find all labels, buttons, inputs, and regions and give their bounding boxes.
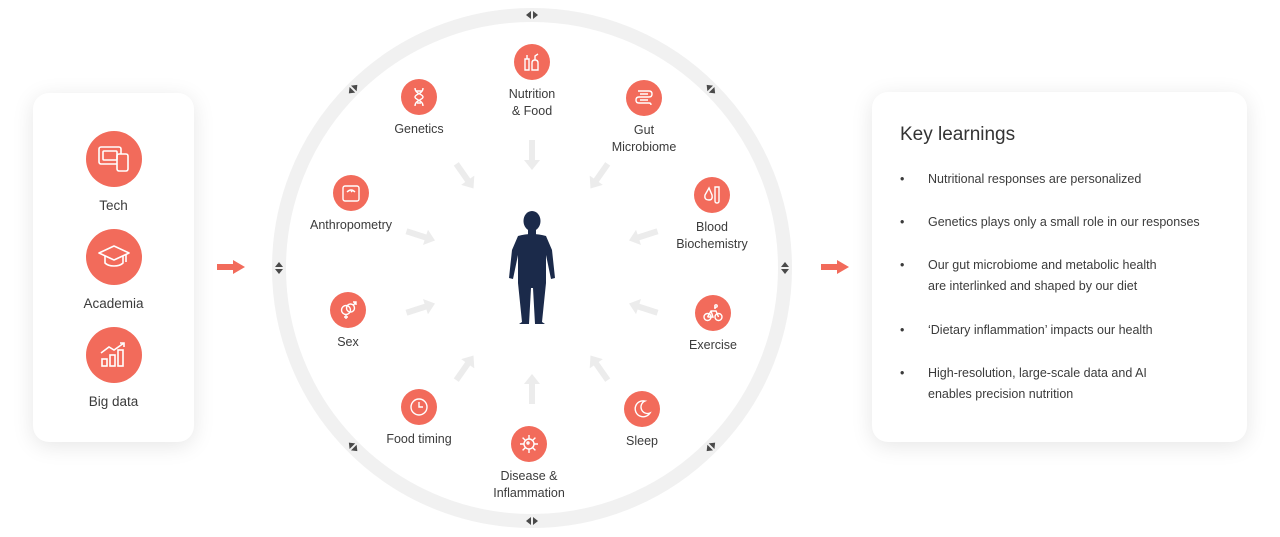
source-tech: Tech (33, 131, 194, 213)
factor-sleep: Sleep (577, 391, 707, 450)
bullet: • (900, 366, 905, 380)
arrow-right-icon (217, 260, 245, 274)
inward-arrow-icon (405, 299, 435, 316)
factor-label: Exercise (689, 338, 737, 352)
factor-label: Food timing (386, 432, 452, 446)
factor-genetics: Genetics (354, 79, 484, 138)
factor-nutrition: Nutrition & Food (467, 44, 597, 120)
gut-icon (626, 80, 662, 116)
ring-marker-icon (275, 262, 283, 274)
key-learnings-card: Key learnings • Nutritional responses ar… (872, 92, 1247, 442)
key-learning-text: Our gut microbiome and metabolic health … (928, 258, 1157, 293)
graduation-cap-icon (85, 229, 142, 285)
factor-gut-microbiome: Gut Microbiome (579, 80, 709, 156)
bullet: • (900, 323, 905, 337)
human-figure-icon (509, 211, 555, 324)
ring-marker-icon (526, 11, 538, 19)
food-icon (514, 44, 550, 80)
ring-marker-icon (781, 262, 789, 274)
factor-food-timing: Food timing (354, 389, 484, 448)
factor-label: Sex (337, 335, 359, 349)
bicycle-icon (695, 295, 731, 331)
inward-arrow-icon (453, 355, 475, 382)
scale-icon (333, 175, 369, 211)
arrow-right-icon (821, 260, 849, 274)
factor-anthropometry: Anthropometry (286, 175, 416, 234)
key-learning-text: High-resolution, large-scale data and AI… (928, 366, 1147, 401)
source-label: Academia (83, 296, 144, 311)
bullet: • (900, 215, 905, 229)
moon-icon (624, 391, 660, 427)
factor-label: Blood Biochemistry (676, 220, 748, 251)
inward-arrow-icon (629, 228, 659, 245)
factor-label: Genetics (394, 122, 444, 136)
factor-label: Sleep (626, 434, 658, 448)
inward-arrow-icon (629, 299, 659, 316)
factor-label: Disease & Inflammation (493, 469, 565, 500)
factor-exercise: Exercise (648, 295, 778, 354)
inward-arrow-icon (405, 228, 435, 245)
virus-icon (511, 426, 547, 462)
ring-track (272, 8, 792, 528)
dna-icon (401, 79, 437, 115)
gender-icon (330, 292, 366, 328)
ring-marker-icon (348, 84, 358, 94)
inward-arrow-icon (453, 162, 475, 189)
inward-arrow-icon (589, 162, 611, 189)
tablet-devices-icon (85, 131, 142, 187)
key-learning-text: Nutritional responses are personalized (928, 172, 1142, 186)
sources-card: Tech Academia Big data (33, 93, 194, 442)
inward-arrow-icon (524, 140, 540, 170)
source-label: Tech (99, 198, 128, 213)
bar-chart-icon (85, 327, 142, 383)
bullet: • (900, 172, 905, 186)
key-learning-text: ‘Dietary inflammation’ impacts our healt… (928, 323, 1153, 337)
source-big-data: Big data (33, 327, 194, 409)
ring-marker-icon (348, 442, 358, 452)
source-academia: Academia (33, 229, 194, 311)
factor-blood-biochemistry: Blood Biochemistry (647, 177, 777, 253)
inward-arrow-icon (524, 374, 540, 404)
bullet: • (900, 258, 905, 272)
blood-drop-icon (694, 177, 730, 213)
clock-icon (401, 389, 437, 425)
factor-label: Anthropometry (310, 218, 392, 232)
source-label: Big data (88, 394, 139, 409)
ring-marker-icon (706, 442, 716, 452)
factor-disease-inflammation: Disease & Inflammation (464, 426, 594, 502)
ring-marker-icon (706, 84, 716, 94)
factor-label: Gut Microbiome (611, 123, 677, 154)
key-learning-text: Genetics plays only a small role in our … (928, 215, 1200, 229)
factor-label: Nutrition & Food (508, 87, 556, 118)
key-learnings-title: Key learnings (900, 124, 1016, 145)
factor-sex: Sex (283, 292, 413, 351)
inward-arrow-icon (589, 355, 611, 382)
ring-marker-icon (526, 517, 538, 525)
